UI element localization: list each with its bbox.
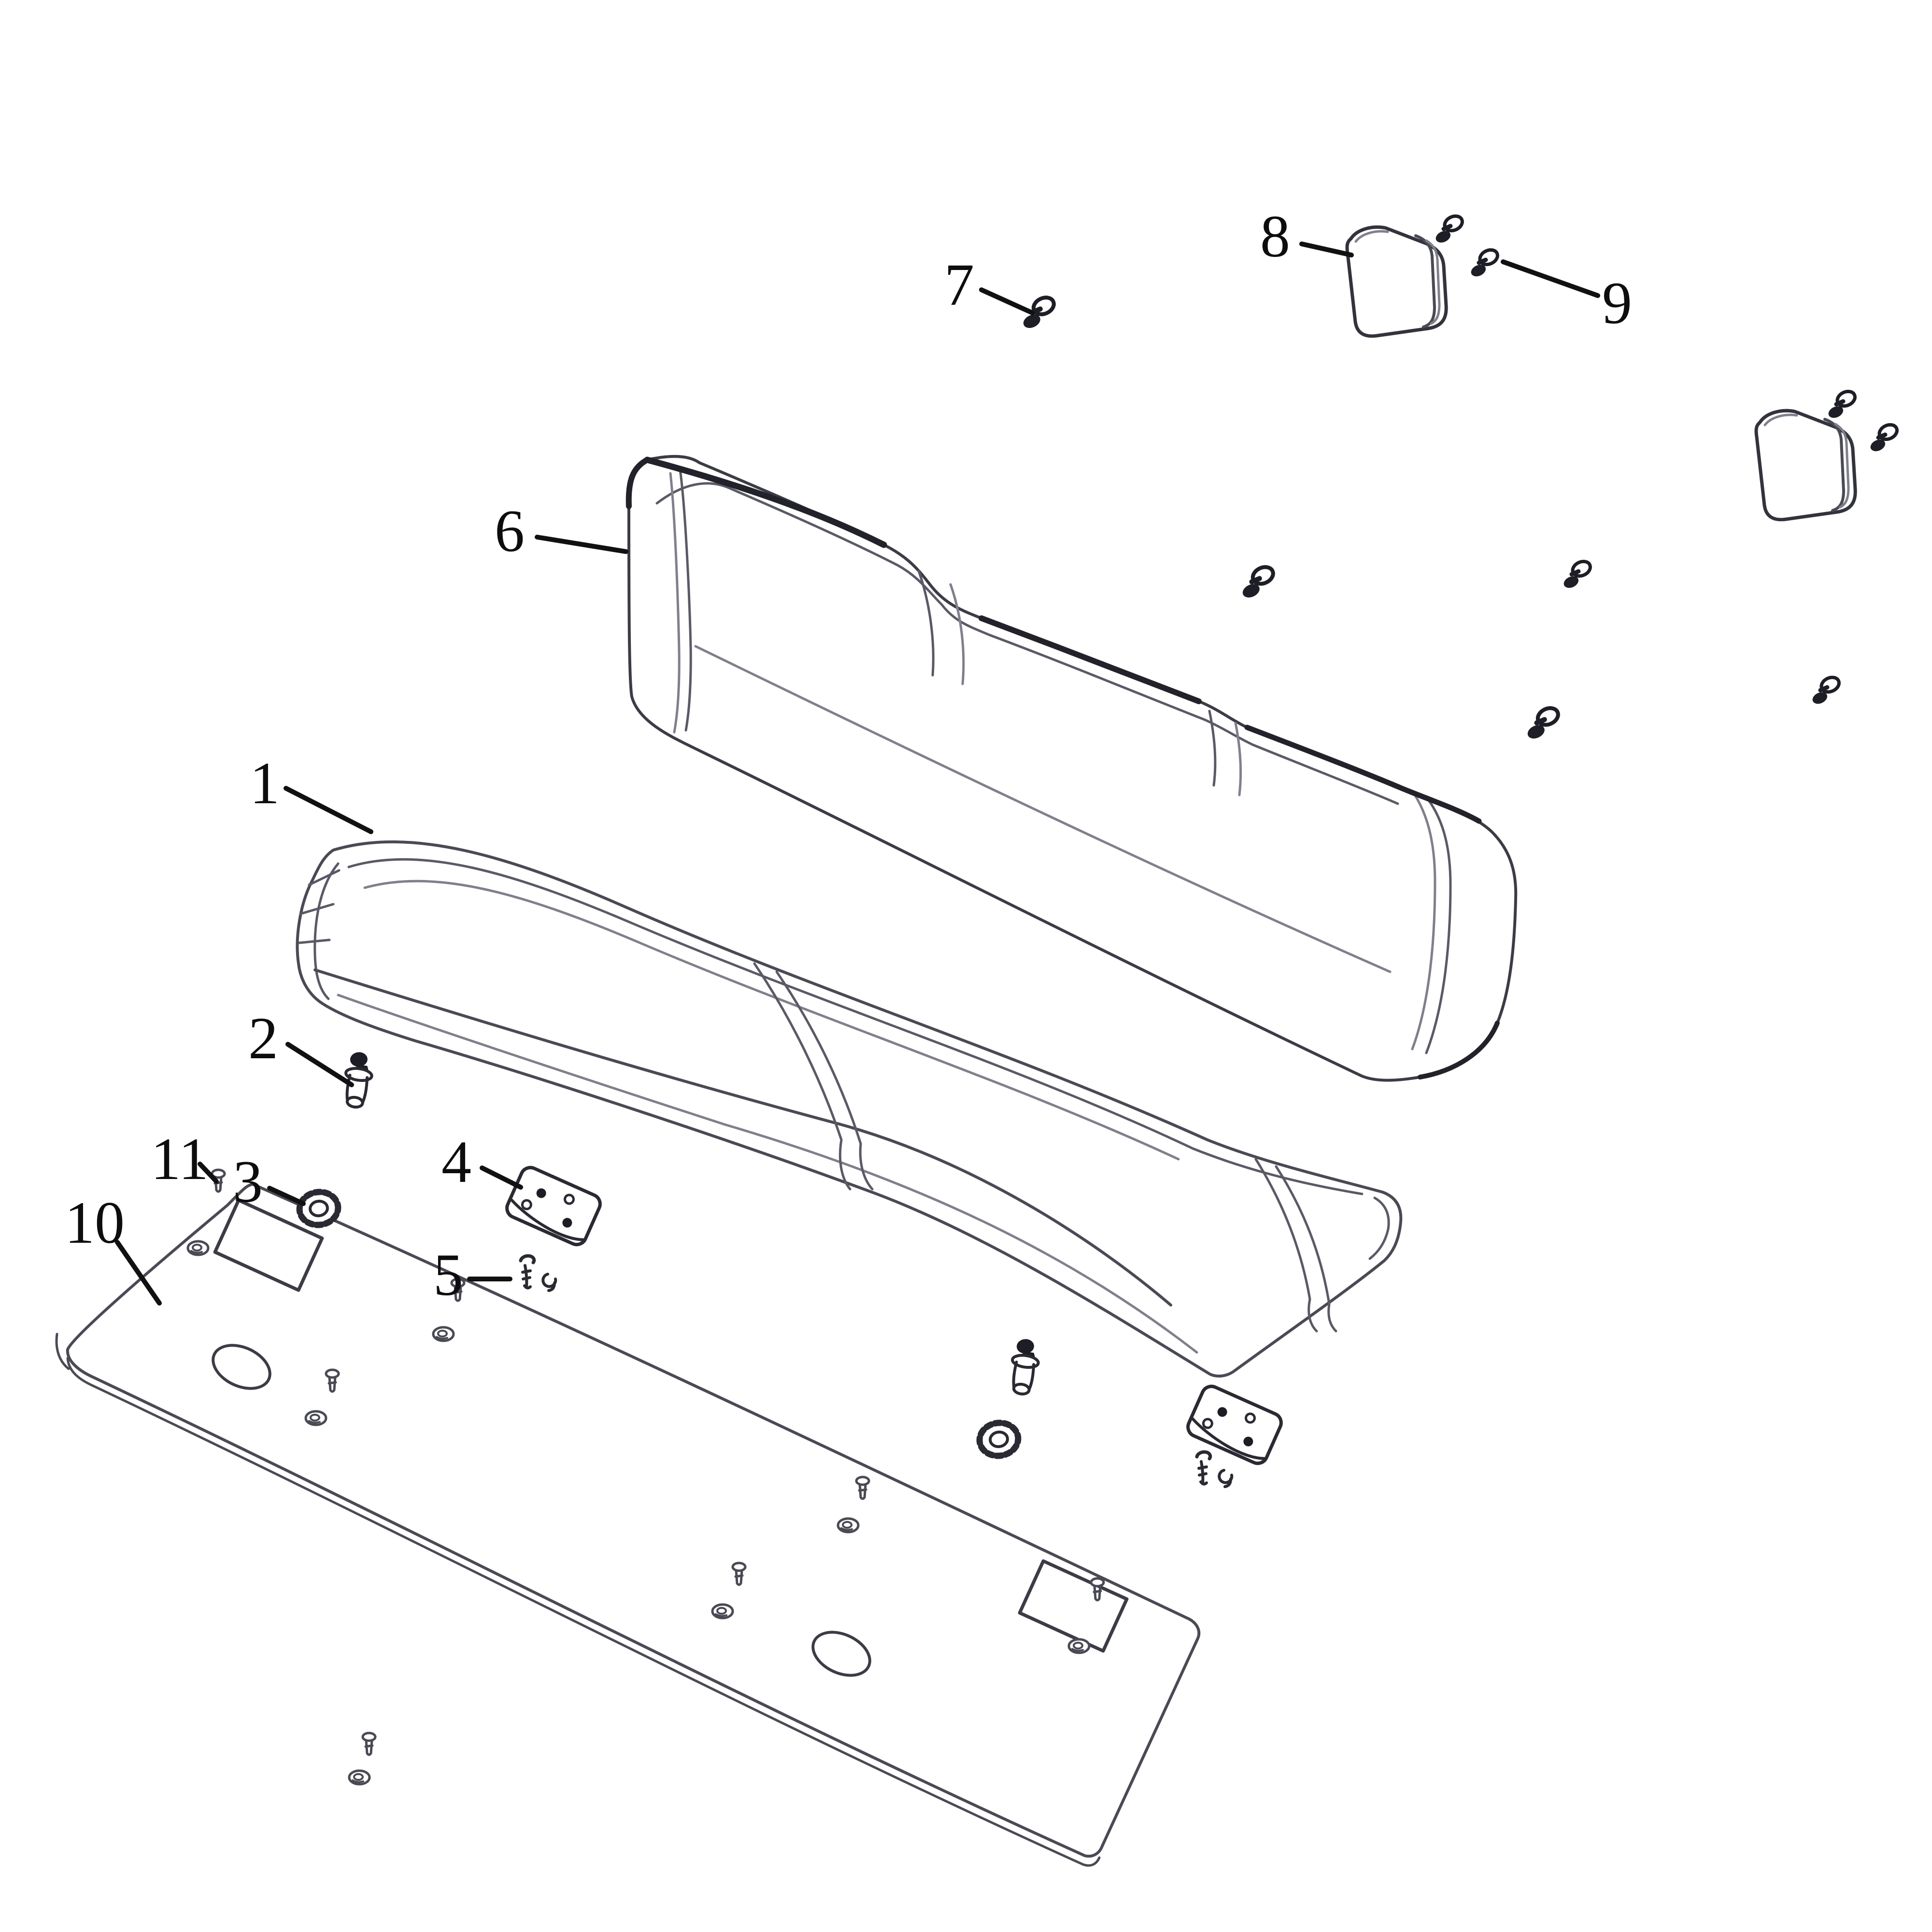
callout-6: 6 xyxy=(495,498,525,564)
callout-10: 10 xyxy=(65,1190,125,1256)
panel-grommet xyxy=(188,1241,208,1255)
callout-1: 1 xyxy=(250,750,280,816)
leader-lines xyxy=(115,242,1600,1306)
screw-9 xyxy=(1469,247,1500,279)
callout-9: 9 xyxy=(1602,270,1632,336)
callout-5: 5 xyxy=(433,1242,463,1308)
headrest-right-drawing xyxy=(1756,411,1855,520)
callout-4: 4 xyxy=(441,1129,471,1195)
knurled-nut-3 xyxy=(298,1190,341,1227)
callout-7: 7 xyxy=(944,252,974,318)
callout-3: 3 xyxy=(233,1149,263,1215)
callout-8: 8 xyxy=(1260,203,1290,270)
seat-base-panel-drawing xyxy=(55,1183,1201,1867)
screw-pair-5 xyxy=(521,1256,555,1291)
callout-11: 11 xyxy=(151,1126,209,1192)
seat-backrest-drawing xyxy=(625,455,1518,1082)
latch-plate-4 xyxy=(504,1165,603,1248)
callout-2: 2 xyxy=(248,1005,278,1071)
headrest-left-drawing xyxy=(1347,227,1446,336)
seat-cushion-drawing xyxy=(296,840,1403,1378)
